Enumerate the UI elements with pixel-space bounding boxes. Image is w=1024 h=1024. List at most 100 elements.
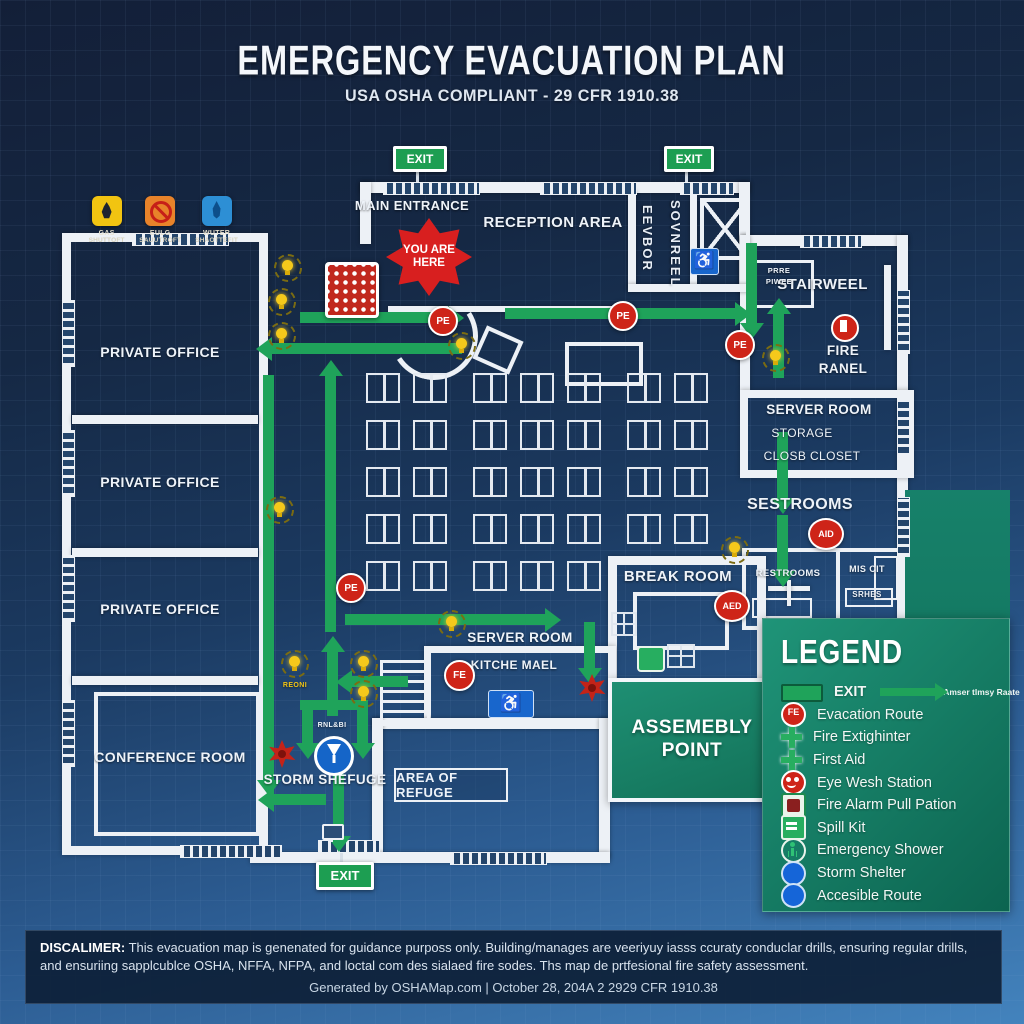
route-arrow (263, 375, 274, 780)
pull-station-icon (781, 792, 806, 818)
legend-item-label: EXIT (834, 684, 867, 701)
route-arrow (272, 343, 462, 354)
wheelchair-icon (690, 248, 719, 275)
misc-sub-label: SRHES (852, 590, 882, 599)
emergency-light-icon (281, 650, 309, 678)
storm-shelter-label: STORM SHEFUGE (263, 772, 387, 787)
table-icon (611, 612, 637, 636)
reoni-label: REONI (282, 682, 308, 689)
desk-icon (413, 514, 447, 544)
desk-icon (520, 467, 554, 497)
fe-badge: FE (444, 660, 475, 691)
desk-icon (674, 420, 708, 450)
misc-room-label: MIS CIT (849, 564, 885, 574)
desk-row (366, 420, 708, 450)
emergency-light-icon (350, 650, 378, 678)
legend-item-spill-kit: Spill Kit (781, 815, 993, 841)
desk-icon (473, 420, 507, 450)
desk-icon (567, 561, 601, 591)
green-cross-icon (781, 749, 802, 771)
desk-icon (413, 467, 447, 497)
you-are-here-marker: YOU ARE HERE (386, 218, 472, 296)
monitor-icon (322, 824, 344, 842)
desk-icon (520, 561, 554, 591)
stairwell-label: STAIRWEEL (777, 276, 868, 293)
wall (360, 182, 371, 244)
route-arrow (302, 705, 313, 743)
emergency-light-icon (274, 254, 302, 282)
emergency-light-icon (266, 496, 294, 524)
desk-icon (366, 514, 400, 544)
main-entrance-label: MAIN ENTRANCE (354, 198, 470, 213)
shower-icon (781, 837, 806, 863)
route-arrow (274, 794, 326, 805)
desk-icon (366, 373, 400, 403)
route-arrow (352, 676, 408, 687)
desk-icon (520, 373, 554, 403)
route-arrow (584, 622, 595, 668)
restrooms-big-label: SESTROOMS (747, 496, 853, 513)
kitchen-label: KITCHE MAEL (470, 658, 558, 672)
conference-inner-wall (94, 692, 260, 836)
wall-refuge-top (372, 718, 610, 729)
legend-item-label: Evacation Route (817, 706, 924, 723)
storm-small-label: RNL&BI (317, 722, 347, 729)
legend-item-label: First Aid (813, 752, 866, 769)
reception-chair (472, 325, 524, 375)
stairs-icon (380, 660, 430, 726)
desk-icon (413, 420, 447, 450)
legend-item-emergency-shower: Emergency Shower (781, 837, 993, 863)
exit-swatch-icon (781, 684, 823, 703)
desk-icon (674, 467, 708, 497)
private-office-label: PRIVATE OFFICE (100, 601, 220, 617)
private-office-label: PRIVATE OFFICE (100, 344, 220, 360)
route-arrow (777, 515, 788, 571)
legend-item-label: Fire Alarm Pull Pation (817, 797, 957, 814)
disclaimer-text: DISCALIMER: This evacuation map is genen… (40, 940, 968, 973)
desk-icon (473, 514, 507, 544)
desk-icon (567, 467, 601, 497)
desk-icon (473, 373, 507, 403)
emergency-light-icon (268, 322, 296, 350)
desk-icon (627, 467, 661, 497)
elevator-label: EEVBOR (640, 205, 655, 272)
stairwell-rail (884, 265, 891, 350)
wall (72, 415, 258, 424)
desk-icon (627, 420, 661, 450)
wall (72, 676, 258, 685)
server-room-mid-label: SERVER ROOM (467, 630, 573, 645)
private-office-label: PRIVATE OFFICE (100, 474, 220, 490)
desk-row (366, 561, 708, 591)
page-title: EMERGENCY EVACUATION PLAN (237, 37, 787, 84)
emergency-light-icon (438, 610, 466, 638)
header: EMERGENCY EVACUATION PLAN USA OSHA COMPL… (0, 37, 1024, 106)
wall (628, 190, 636, 290)
exit-sign-top-right: EXIT (664, 146, 714, 172)
exit-sign-bottom: EXIT (316, 862, 374, 890)
legend-item-eye-wesh-station: Eye Wesh Station (781, 770, 993, 796)
aid-badge: AID (808, 518, 844, 550)
spill-kit-icon (637, 646, 665, 672)
area-of-refuge-box: AREA OF REFUGE (394, 768, 508, 802)
closet-label: CLOSB CLOSET (763, 449, 861, 463)
legend-item-fire-extighinter: Fire Extighinter (781, 726, 993, 749)
pe-badge: PE (336, 573, 366, 603)
storm-shelter-icon (314, 736, 354, 776)
pe-badge: PE (608, 301, 638, 331)
desk-icon (413, 373, 447, 403)
desk-icon (366, 467, 400, 497)
wall (72, 548, 258, 557)
emergency-light-icon (762, 344, 790, 372)
legend-route-arrow (880, 688, 936, 697)
wall (690, 190, 697, 290)
electric-shutoff: EULG SAUUTROFT (139, 196, 181, 244)
footer-credit: Generated by OSHAMap.com | October 28, 2… (309, 980, 718, 996)
route-arrow (777, 432, 788, 498)
server-storage-walls (740, 390, 914, 478)
desk-icon (520, 514, 554, 544)
